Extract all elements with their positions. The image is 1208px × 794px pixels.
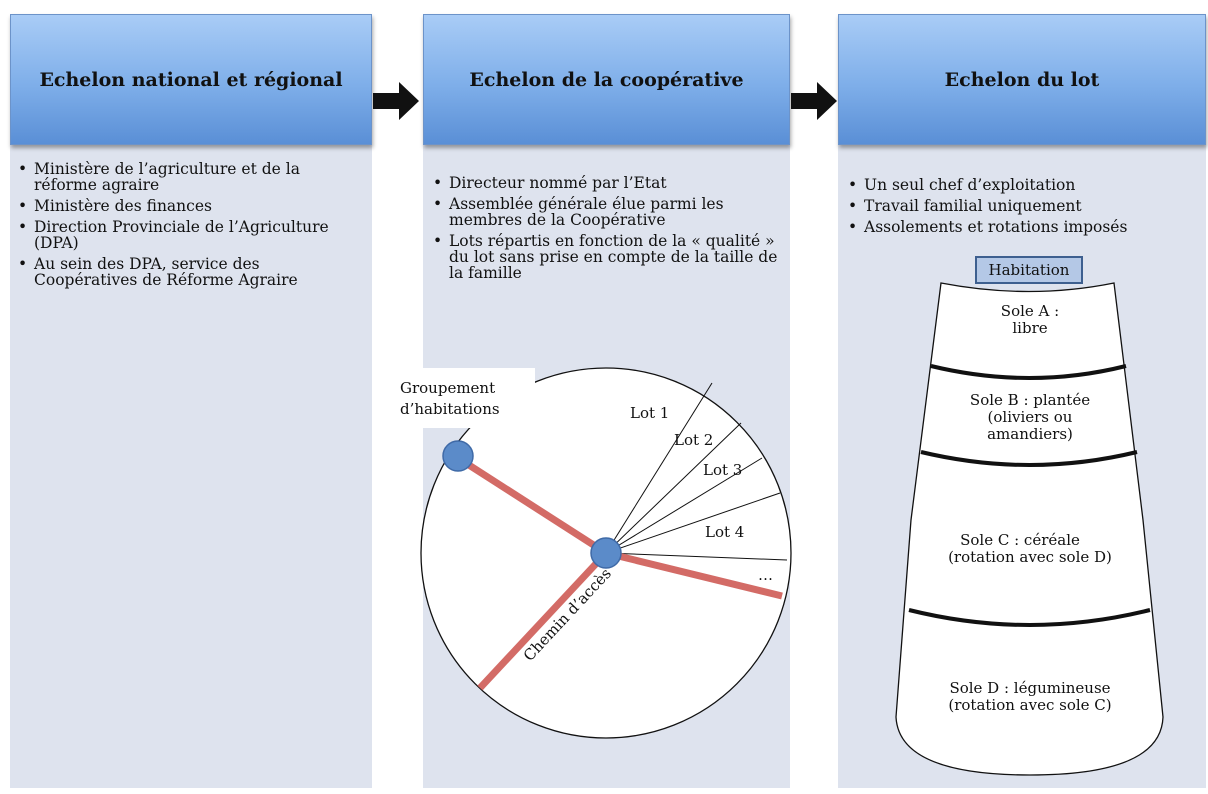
bullet-list-lot: Un seul chef d’exploitation Travail fami… — [844, 177, 1200, 240]
sole-b-label: Sole B : plantée (oliviers ou amandiers) — [935, 392, 1125, 443]
lot-label: Lot 3 — [703, 461, 742, 479]
settlement-node — [442, 440, 474, 472]
habitation-box: Habitation — [975, 256, 1083, 284]
sole-b-line3: amandiers) — [987, 425, 1073, 443]
lot-label: Lot 2 — [674, 431, 713, 449]
lot-divider — [605, 492, 781, 554]
lot-outline — [895, 282, 1164, 776]
sole-d-label: Sole D : légumineuse (rotation avec sole… — [920, 680, 1140, 714]
sole-d-line2: (rotation avec sole C) — [948, 696, 1112, 714]
list-item: Assemblée générale élue parmi les membre… — [429, 196, 785, 228]
lot-label: Lot 1 — [630, 404, 669, 422]
header-cooperative: Echelon de la coopérative — [423, 14, 790, 145]
list-item: Direction Provinciale de l’Agriculture (… — [14, 219, 364, 251]
lot-divider — [605, 422, 742, 554]
header-lot: Echelon du lot — [838, 14, 1206, 145]
title-lot: Echelon du lot — [944, 68, 1100, 91]
access-road — [456, 455, 608, 556]
list-item: Ministère de l’agriculture et de la réfo… — [14, 161, 364, 193]
sole-d-line1: Sole D : légumineuse — [949, 679, 1111, 697]
list-item: Directeur nommé par l’Etat — [429, 175, 785, 191]
list-item: Lots répartis en fonction de la « qualit… — [429, 233, 785, 281]
title-cooperative: Echelon de la coopérative — [469, 68, 744, 91]
sole-c-line2: (rotation avec sole D) — [948, 548, 1112, 566]
sole-a-line2: libre — [1012, 319, 1048, 337]
bullet-list-national: Ministère de l’agriculture et de la réfo… — [14, 161, 364, 293]
sole-b-line1: Sole B : plantée — [969, 391, 1091, 409]
habitation-label: Habitation — [988, 261, 1070, 279]
access-road — [605, 549, 783, 600]
lot-label: Lot 4 — [705, 523, 744, 541]
sole-c-label: Sole C : céréale (rotation avec sole D) — [925, 532, 1135, 566]
bullet-list-cooperative: Directeur nommé par l’Etat Assemblée gén… — [429, 175, 785, 286]
sole-a-line1: Sole A : — [1000, 302, 1060, 320]
list-item: Un seul chef d’exploitation — [844, 177, 1200, 193]
settlement-label: d’habitations — [400, 400, 500, 418]
column-national-regional: Echelon national et régional Ministère d… — [10, 14, 372, 788]
lot-divider — [605, 552, 788, 561]
list-item: Assolements et rotations imposés — [844, 219, 1200, 235]
sole-c-line1: Sole C : céréale — [960, 531, 1080, 549]
sole-divider — [920, 450, 1138, 467]
lot-label: … — [758, 566, 773, 584]
list-item: Au sein des DPA, service des Coopérative… — [14, 256, 364, 288]
lot-divider — [605, 382, 713, 554]
sole-divider — [908, 608, 1151, 627]
lot-divider — [605, 457, 763, 554]
list-item: Travail familial uniquement — [844, 198, 1200, 214]
right-arrow-icon — [373, 82, 419, 120]
settlement-label: Groupement — [400, 379, 495, 397]
title-national-regional: Echelon national et régional — [39, 68, 343, 91]
sole-b-line2: (oliviers ou — [987, 408, 1073, 426]
access-road — [477, 550, 609, 691]
list-item: Ministère des finances — [14, 198, 364, 214]
sole-a-label: Sole A : libre — [940, 303, 1120, 337]
junction-node — [590, 537, 622, 569]
label-mask — [395, 368, 535, 428]
right-arrow-icon — [791, 82, 837, 120]
header-national-regional: Echelon national et régional — [10, 14, 372, 145]
sole-divider — [930, 364, 1127, 380]
